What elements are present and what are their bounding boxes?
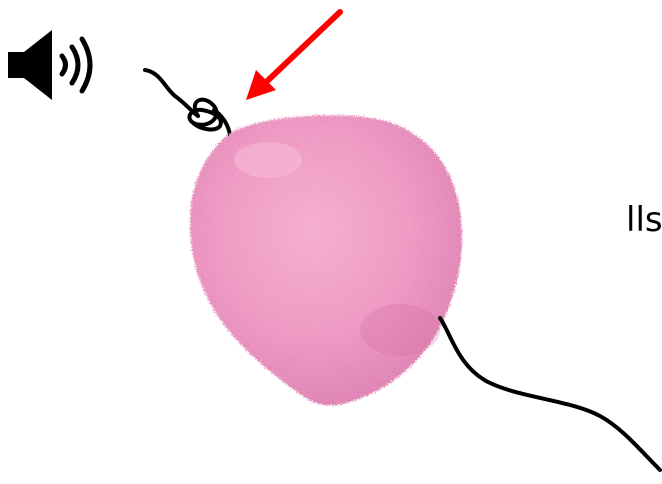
edge-text: lls (626, 200, 662, 240)
red-arrow-icon (246, 12, 340, 100)
speaker-button[interactable] (0, 30, 102, 110)
lower-string (440, 318, 660, 470)
upper-string (145, 70, 230, 146)
pink-pompom (190, 115, 462, 405)
